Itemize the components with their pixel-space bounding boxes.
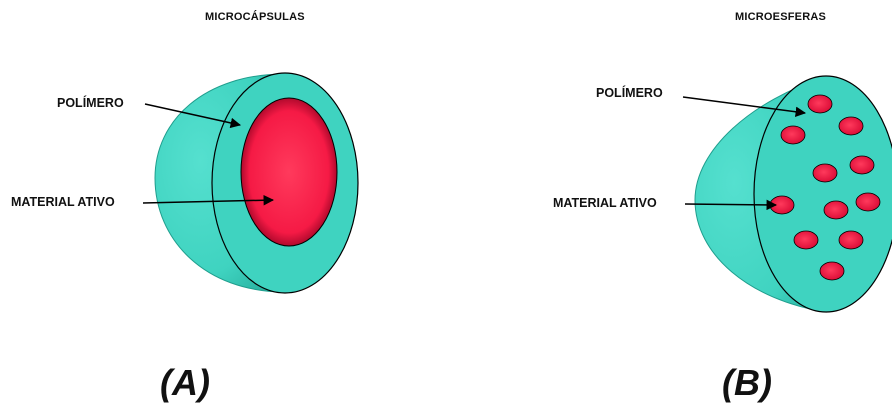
particle xyxy=(824,201,848,219)
panel-b-letter: (B) xyxy=(722,362,772,404)
particle xyxy=(808,95,832,113)
panel-a-title: MICROCÁPSULAS xyxy=(205,11,305,23)
particle xyxy=(813,164,837,182)
panel-b-active-material-label: MATERIAL ATIVO xyxy=(553,196,657,210)
panel-a-polymer-label: POLÍMERO xyxy=(57,96,124,110)
panel-a-active-material-label: MATERIAL ATIVO xyxy=(11,195,115,209)
particle xyxy=(839,231,863,249)
particle xyxy=(839,117,863,135)
panel-a-letter: (A) xyxy=(160,362,210,404)
particle xyxy=(820,262,844,280)
microcapsule-figure xyxy=(155,73,358,293)
particle xyxy=(781,126,805,144)
particle xyxy=(850,156,874,174)
microcapsule-active-core xyxy=(241,98,337,246)
particle xyxy=(794,231,818,249)
panel-b-title: MICROESFERAS xyxy=(735,11,826,23)
panel-b-polymer-label: POLÍMERO xyxy=(596,86,663,100)
particle xyxy=(856,193,880,211)
arrow-active-material-b xyxy=(685,204,776,205)
